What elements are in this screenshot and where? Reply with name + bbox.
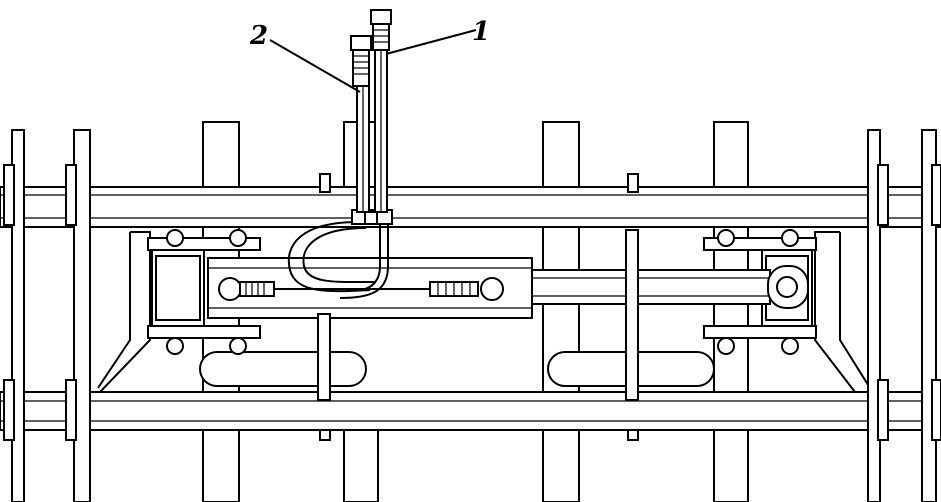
- right-side-frame: [867, 129, 941, 502]
- hose-clamp: [351, 209, 393, 225]
- hydraulic-line-2: [350, 35, 372, 213]
- cylinder-fittings: [218, 277, 504, 301]
- top-beam: [0, 186, 941, 228]
- callout-label-1: 1: [472, 17, 490, 47]
- left-mount-bracket: [147, 229, 261, 355]
- callout-label-2: 2: [249, 21, 268, 51]
- crossing-plates: [317, 229, 639, 401]
- bottom-beam: [0, 391, 941, 431]
- callout-leaders: [269, 29, 477, 93]
- left-side-frame: [3, 129, 91, 502]
- hose-loops: [287, 221, 389, 299]
- hydraulic-line-1: [370, 9, 392, 213]
- beam-clips: [319, 173, 639, 441]
